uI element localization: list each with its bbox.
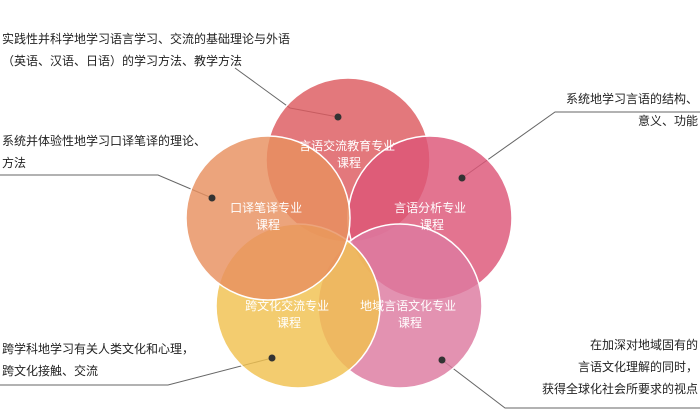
- annotation-line: （英语、汉语、日语）的学习方法、教学方法: [2, 54, 243, 68]
- label-regional-culture: 地域言语文化专业 课程: [360, 298, 460, 330]
- annotation-line: 跨文化接触、交流: [2, 364, 99, 378]
- annotation-line: 系统并体验性地学习口译笔译的理论、: [2, 134, 207, 148]
- annotation-line: 在加深对地域固有的: [589, 338, 698, 352]
- circle-interpretation-translation[interactable]: [185, 135, 351, 301]
- annotation-line: 实践性并科学地学习语言学习、交流的基础理论与外语: [2, 32, 291, 46]
- annotation-top-left: 实践性并科学地学习语言学习、交流的基础理论与外语 （英语、汉语、日语）的学习方法…: [2, 28, 290, 72]
- annotation-line: 言语文化理解的同时，: [577, 360, 698, 374]
- leader-dot-top-right: [458, 174, 466, 182]
- annotation-mid-left: 系统并体验性地学习口译笔译的理论、 方法: [2, 130, 206, 174]
- annotation-line: 意义、功能: [637, 114, 698, 128]
- label-intercultural-communication: 跨文化交流专业 课程: [245, 298, 333, 330]
- venn-circles: [185, 77, 513, 389]
- leader-dot-mid-left: [208, 194, 216, 202]
- annotation-line: 获得全球化社会所要求的视点: [541, 382, 698, 396]
- label-linguistic-analysis: 言语分析专业 课程: [394, 200, 470, 232]
- leader-line-top-right: [461, 111, 700, 179]
- label-communication-education: 言语交流教育专业 课程: [299, 138, 399, 170]
- leader-dot-top-left: [334, 113, 342, 121]
- leader-line-bottom-left: [0, 357, 273, 386]
- leader-dot-bottom-left: [268, 354, 276, 362]
- annotation-line: 跨学科地学习有关人类文化和心理，: [2, 342, 195, 356]
- leader-dot-bottom-right: [438, 356, 446, 364]
- annotation-line: 系统地学习言语的结构、: [565, 92, 698, 106]
- annotation-line: 方法: [2, 156, 27, 170]
- label-interpretation-translation: 口译笔译专业 课程: [230, 200, 306, 232]
- leader-line-bottom-right: [441, 359, 700, 409]
- annotation-bottom-right: 在加深对地域固有的 言语文化理解的同时， 获得全球化社会所要求的视点: [542, 334, 698, 400]
- annotation-top-right: 系统地学习言语的结构、 意义、功能: [566, 88, 698, 132]
- leader-line-mid-left: [0, 174, 213, 199]
- annotation-bottom-left: 跨学科地学习有关人类文化和心理， 跨文化接触、交流: [2, 338, 194, 382]
